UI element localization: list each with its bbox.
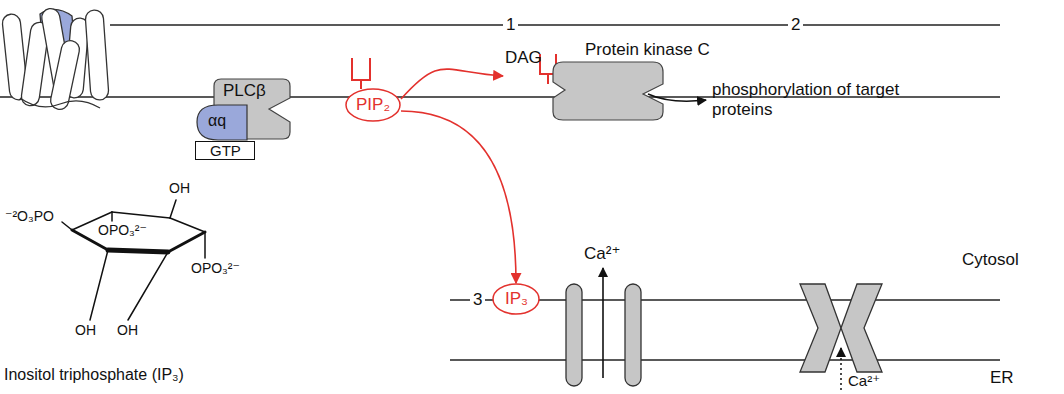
compartment-label: Cytosol (962, 250, 1019, 270)
g-alpha-subunit: αq (196, 104, 248, 141)
pip2-molecule: PIP₂ (345, 88, 401, 122)
phosphorylation-arrow (648, 94, 706, 101)
node-text: αq (208, 112, 226, 130)
ca-flux-arrow (602, 268, 604, 378)
ip3-molecule: IP₃ (492, 283, 540, 315)
chem-group: OPO₃²⁻ (98, 222, 147, 238)
chem-group: OH (72, 322, 99, 338)
node-text: PLCβ (223, 81, 266, 101)
lipid-tail (352, 58, 370, 89)
chem-group: OH (166, 180, 193, 196)
reaction-arrow (401, 69, 503, 99)
molecule-name: Inositol triphosphate (IP₃) (4, 366, 184, 384)
protein-kinase-c: DAG Protein kinase C (503, 40, 723, 122)
process-text: phosphorylation of target proteins (712, 80, 942, 119)
callout-number: 2 (788, 15, 803, 35)
reaction-arrow (401, 111, 516, 283)
callout-number: 1 (503, 15, 518, 35)
callout-number: 3 (470, 290, 485, 310)
node-text: DAG (505, 48, 542, 68)
node-text: IP₃ (505, 289, 528, 309)
node-text: PIP₂ (356, 95, 390, 115)
inositol-ring (62, 200, 205, 320)
ca-dotted-arrow (840, 348, 842, 390)
node-text: Protein kinase C (585, 40, 710, 60)
chem-group: OH (114, 322, 141, 338)
node-text: GTP (210, 142, 241, 159)
compartment-label: ER (990, 368, 1014, 388)
receptor (2, 7, 110, 111)
chem-group: ⁻²O₃PO (2, 208, 57, 224)
chem-group: OPO₃²⁻ (188, 260, 243, 276)
ion-label: Ca²⁺ (848, 372, 880, 389)
er-membrane-line (450, 359, 1000, 360)
ion-label: Ca²⁺ (584, 244, 620, 264)
membrane-line (110, 24, 1000, 25)
gtp-box: GTP (195, 141, 255, 160)
